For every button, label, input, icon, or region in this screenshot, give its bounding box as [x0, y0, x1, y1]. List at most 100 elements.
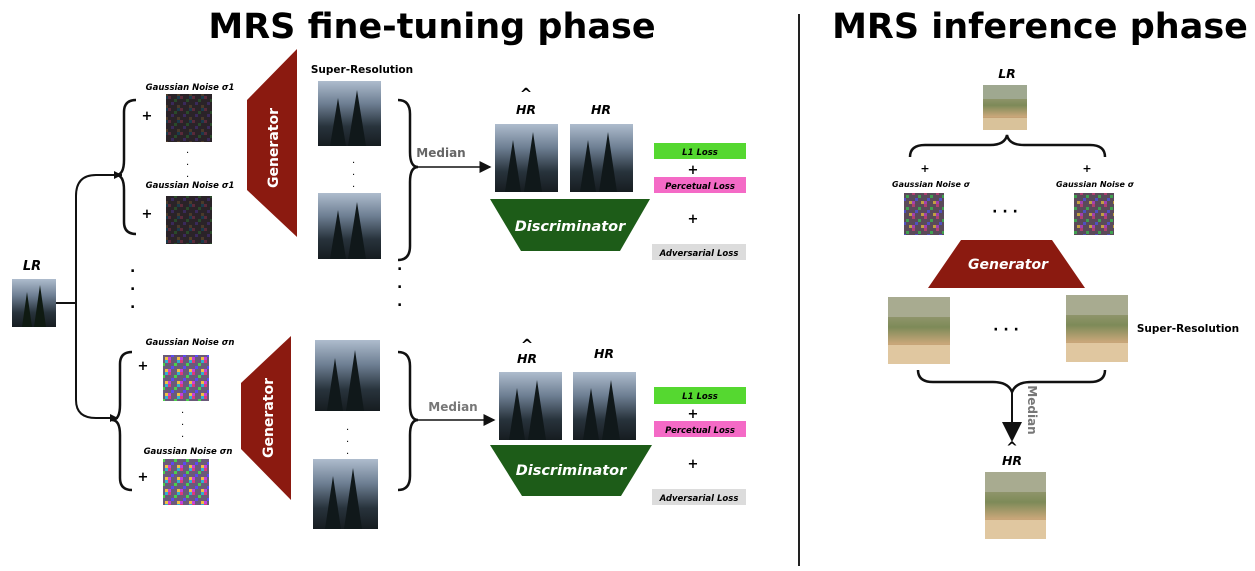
inference-lr-label: LR — [998, 66, 1016, 81]
inference-lr-image — [983, 85, 1027, 130]
plus-bottom-2: + — [138, 470, 149, 485]
right-title: MRS inference phase — [832, 7, 1248, 47]
inference-bottom-brace — [916, 369, 1107, 396]
inference-ellipsis-bottom: · · · — [993, 322, 1019, 338]
sr-image-bottom-2 — [313, 459, 378, 529]
perceptual-loss-top: Percetual Loss — [654, 177, 746, 193]
inference-plus-left: + — [920, 162, 929, 175]
svg-text:.: . — [397, 294, 402, 310]
inference-noise-label-right: Gaussian Noise σ — [1056, 180, 1135, 189]
svg-text:Percetual Loss: Percetual Loss — [665, 426, 735, 436]
svg-text:.: . — [130, 296, 135, 312]
inference-hr-hat-symbol: ^ — [1006, 440, 1018, 456]
perceptual-loss-bottom: Percetual Loss — [654, 421, 746, 437]
plus-loss-bottom-2: + — [688, 457, 699, 472]
inference-median-label: Median — [1025, 385, 1039, 434]
svg-text:.: . — [186, 145, 189, 156]
inference-super-resolution-label: Super-Resolution — [1137, 323, 1239, 335]
plus-bottom-1: + — [138, 359, 149, 374]
svg-text:Generator: Generator — [261, 378, 277, 458]
branch-dots-right: . — [397, 258, 402, 274]
svg-text:Adversarial Loss: Adversarial Loss — [659, 249, 739, 259]
svg-text:.: . — [181, 405, 184, 416]
noise-label-top-1: Gaussian Noise σ1 — [146, 83, 235, 93]
adversarial-loss-bottom: Adversarial Loss — [652, 489, 746, 505]
svg-text:.: . — [181, 417, 184, 428]
inference-noise-label-left: Gaussian Noise σ — [892, 180, 971, 189]
adversarial-loss-top: Adversarial Loss — [652, 244, 746, 260]
inference-noise-image-right — [1074, 193, 1114, 235]
hr-image-top — [570, 124, 633, 192]
svg-text:.: . — [186, 157, 189, 168]
svg-text:.: . — [346, 446, 349, 457]
noise-image-bottom-2 — [163, 459, 209, 505]
generator-top: Generator — [247, 49, 297, 237]
plus-top-1: + — [142, 109, 153, 124]
branch-dots-left: . — [130, 260, 135, 276]
plus-loss-bottom-1: + — [688, 407, 699, 422]
lr-label: LR — [23, 259, 41, 274]
inference-hr-image — [985, 472, 1046, 539]
generator-bottom: Generator — [241, 336, 291, 500]
inference-ellipsis-top: · · · — [992, 204, 1018, 220]
inference-generator: Generator — [928, 240, 1085, 288]
noise-label-bottom-2: Gaussian Noise σn — [144, 447, 233, 457]
inference-sr-image-left — [888, 297, 950, 364]
svg-text:.: . — [397, 276, 402, 292]
hr-hat-image-top — [495, 124, 558, 192]
top-input-brace — [115, 98, 137, 236]
discriminator-bottom: Discriminator — [490, 445, 652, 496]
svg-text:.: . — [352, 167, 355, 178]
svg-text:Generator: Generator — [266, 108, 282, 188]
svg-text:Generator: Generator — [968, 257, 1049, 273]
svg-text:.: . — [346, 422, 349, 433]
left-title: MRS fine-tuning phase — [208, 7, 655, 47]
median-label-bottom: Median — [428, 400, 477, 414]
svg-text:L1 Loss: L1 Loss — [682, 148, 718, 158]
lr-image — [12, 279, 56, 327]
svg-text:L1 Loss: L1 Loss — [682, 392, 718, 402]
discriminator-top: Discriminator — [490, 199, 650, 251]
noise-label-bottom-1: Gaussian Noise σn — [146, 338, 235, 348]
noise-image-bottom-1 — [163, 355, 209, 401]
bottom-output-brace — [397, 350, 419, 492]
inference-top-brace — [908, 134, 1107, 158]
inference-sr-image-right — [1066, 295, 1128, 362]
hr-label-top: HR — [591, 102, 611, 117]
super-resolution-label-top: Super-Resolution — [311, 64, 413, 76]
inference-noise-image-left — [904, 193, 944, 235]
sr-image-bottom-1 — [315, 340, 380, 411]
l1-loss-top: L1 Loss — [654, 143, 746, 159]
hr-hat-label-bottom: HR — [517, 351, 537, 366]
sr-image-top-1 — [318, 81, 381, 146]
noise-label-top-2: Gaussian Noise σ1 — [146, 181, 235, 191]
svg-text:Percetual Loss: Percetual Loss — [665, 182, 735, 192]
hr-image-bottom — [573, 372, 636, 440]
noise-image-top-1 — [166, 94, 212, 142]
svg-text:Adversarial Loss: Adversarial Loss — [659, 494, 739, 504]
branch-connector — [56, 174, 122, 419]
inference-hr-hat-label: HR — [1002, 453, 1022, 468]
hr-hat-symbol-top: ^ — [520, 85, 533, 103]
plus-top-2: + — [142, 207, 153, 222]
svg-text:.: . — [346, 434, 349, 445]
hr-label-bottom: HR — [594, 346, 614, 361]
hr-hat-image-bottom — [499, 372, 562, 440]
median-label-top: Median — [416, 146, 465, 160]
hr-hat-label-top: HR — [516, 102, 536, 117]
svg-text:.: . — [181, 429, 184, 440]
svg-text:.: . — [352, 155, 355, 166]
inference-plus-right: + — [1082, 162, 1091, 175]
noise-image-top-2 — [166, 196, 212, 244]
svg-text:.: . — [130, 278, 135, 294]
top-output-brace — [397, 98, 419, 262]
sr-image-top-2 — [318, 193, 381, 259]
svg-text:Discriminator: Discriminator — [516, 463, 627, 479]
bottom-input-brace — [111, 350, 133, 492]
svg-text:.: . — [352, 179, 355, 190]
plus-loss-top-2: + — [688, 212, 699, 227]
hr-hat-symbol-bottom: ^ — [521, 336, 534, 354]
svg-text:Discriminator: Discriminator — [515, 219, 626, 235]
